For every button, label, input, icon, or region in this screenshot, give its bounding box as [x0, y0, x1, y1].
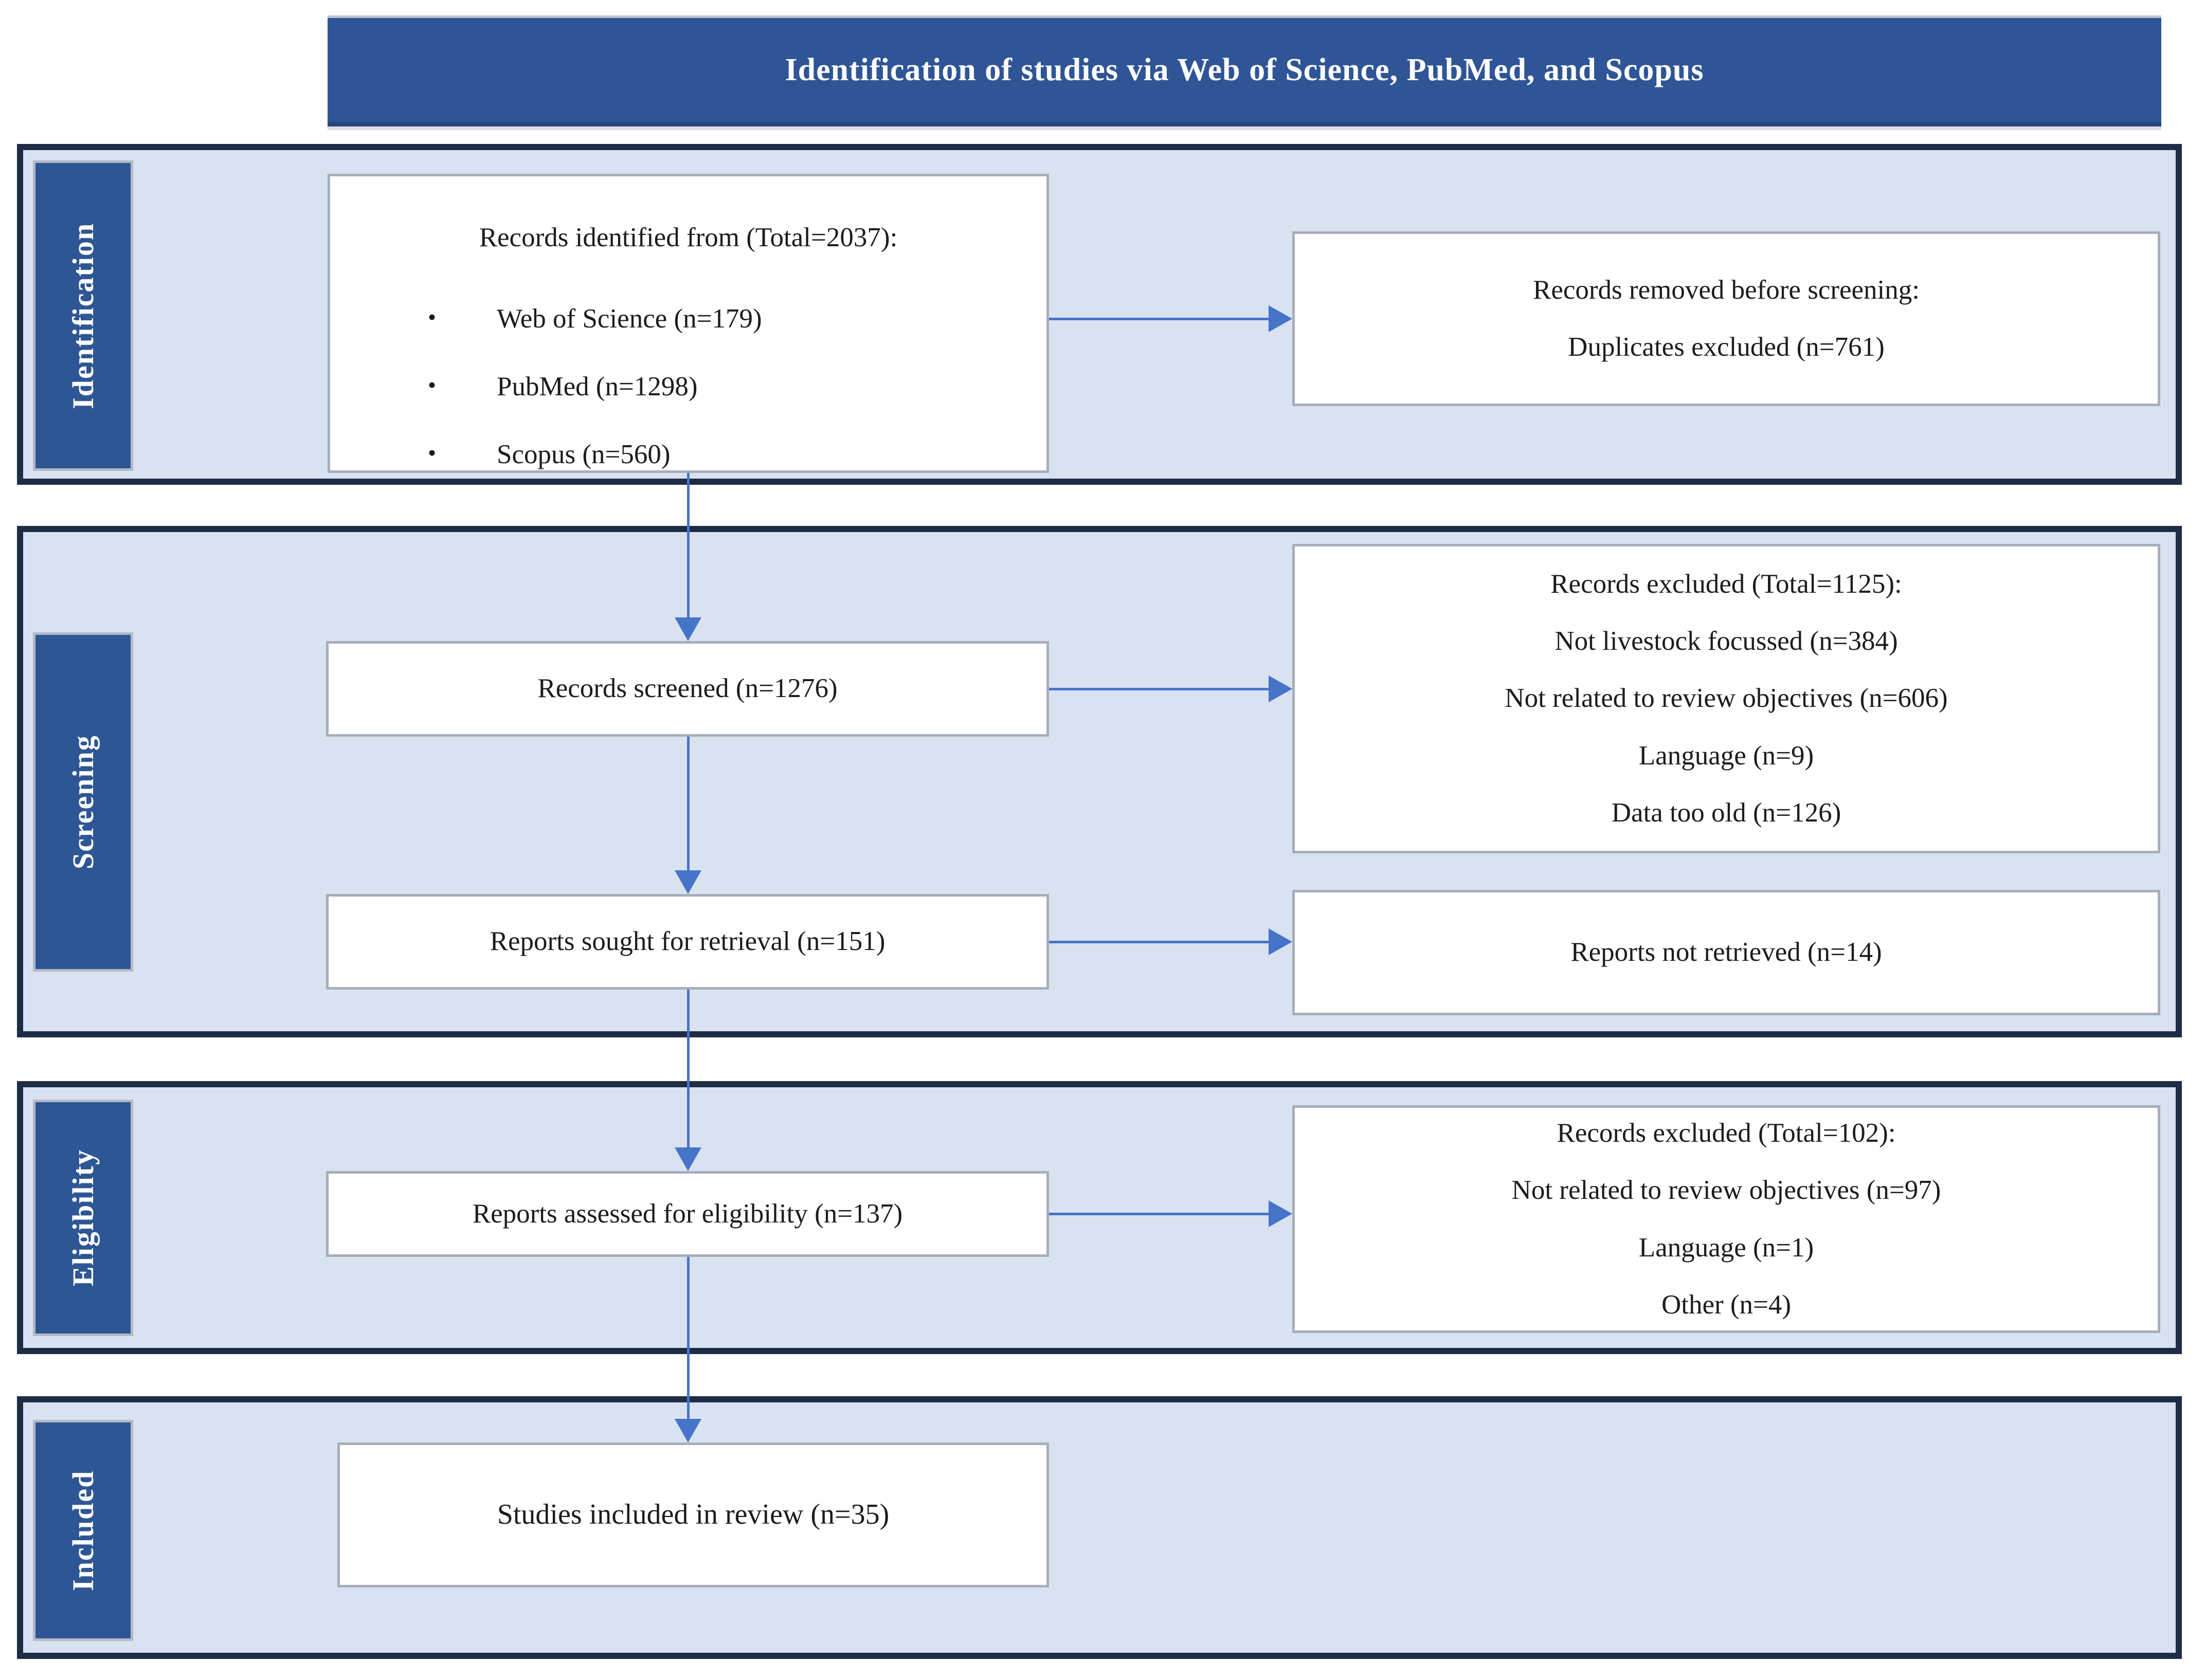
bullet-icon: • — [428, 372, 437, 398]
bullet-item-web-of-science-text: Web of Science (n=179) — [497, 304, 762, 334]
diagram-title-banner: Identification of studies via Web of Sci… — [328, 15, 2161, 126]
records-screened-text: Records screened (n=1276) — [537, 673, 838, 704]
box-records-removed: Records removed before screening: Duplic… — [1292, 231, 2160, 406]
diagram-title-text: Identification of studies via Web of Sci… — [785, 52, 1704, 87]
box-records-identified: Records identified from (Total=2037): • … — [328, 174, 1049, 473]
stage-label-identification: Identification — [33, 160, 133, 471]
stage-label-eligibility-text: Eligibility — [66, 1149, 100, 1287]
box-records-screened: Records screened (n=1276) — [326, 641, 1049, 737]
reports-not-retrieved-text: Reports not retrieved (n=14) — [1570, 937, 1882, 967]
duplicates-excluded-line: Duplicates excluded (n=761) — [1568, 332, 1885, 362]
bullet-icon: • — [428, 304, 437, 331]
arrow-line-screened-to-sought — [687, 737, 690, 871]
bullet-item-pubmed-text: PubMed (n=1298) — [497, 372, 698, 402]
arrowhead-right-icon — [1269, 1200, 1292, 1227]
stage-label-included-text: Included — [66, 1470, 100, 1591]
stage-label-eligibility: Eligibility — [33, 1100, 133, 1336]
arrowhead-down-icon — [675, 617, 701, 641]
excluded-not-related: Not related to review objectives (n=606) — [1505, 683, 1948, 714]
box-records-excluded-eligibility: Records excluded (Total=102): Not relate… — [1292, 1105, 2160, 1333]
excluded-eligibility-heading: Records excluded (Total=102): — [1557, 1118, 1896, 1148]
arrowhead-right-icon — [1269, 305, 1292, 332]
bullet-item-web-of-science: • Web of Science (n=179) — [330, 303, 1046, 334]
excluded-language: Language (n=9) — [1638, 740, 1814, 771]
arrow-line-identified-to-removed — [1049, 318, 1270, 320]
reports-assessed-text: Reports assessed for eligibility (n=137) — [472, 1198, 903, 1229]
studies-included-text: Studies included in review (n=35) — [497, 1499, 890, 1531]
excluded-screening-heading: Records excluded (Total=1125): — [1550, 569, 1902, 599]
arrow-line-assessed-to-included — [687, 1257, 690, 1420]
arrowhead-right-icon — [1269, 928, 1292, 955]
stage-label-screening-text: Screening — [66, 735, 100, 869]
excluded-eligibility-language: Language (n=1) — [1638, 1232, 1814, 1263]
box-reports-sought: Reports sought for retrieval (n=151) — [326, 894, 1049, 990]
arrow-line-sought-to-not-retrieved — [1049, 941, 1270, 943]
excluded-not-livestock: Not livestock focussed (n=384) — [1555, 626, 1898, 656]
arrow-line-sought-to-assessed — [687, 990, 690, 1148]
box-studies-included: Studies included in review (n=35) — [337, 1442, 1049, 1587]
arrowhead-right-icon — [1269, 675, 1292, 702]
stage-label-screening: Screening — [33, 632, 133, 972]
excluded-eligibility-other: Other (n=4) — [1661, 1289, 1792, 1320]
arrowhead-down-icon — [675, 870, 701, 894]
records-identified-heading: Records identified from (Total=2037): — [479, 223, 898, 252]
box-reports-assessed: Reports assessed for eligibility (n=137) — [326, 1171, 1049, 1257]
records-removed-line: Records removed before screening: — [1533, 275, 1920, 305]
arrow-line-screened-to-excluded — [1049, 688, 1270, 690]
arrow-line-identified-to-screened — [687, 473, 690, 619]
box-reports-not-retrieved: Reports not retrieved (n=14) — [1292, 890, 2160, 1015]
bullet-item-scopus-text: Scopus (n=560) — [497, 440, 671, 470]
reports-sought-text: Reports sought for retrieval (n=151) — [490, 926, 885, 957]
arrow-line-assessed-to-excluded — [1049, 1213, 1270, 1215]
excluded-data-too-old: Data too old (n=126) — [1611, 797, 1841, 828]
stage-label-identification-text: Identification — [66, 222, 100, 409]
arrowhead-down-icon — [675, 1147, 701, 1171]
box-records-excluded-screening: Records excluded (Total=1125): Not lives… — [1292, 544, 2160, 853]
bullet-item-scopus: • Scopus (n=560) — [330, 439, 1046, 470]
bullet-icon: • — [428, 440, 437, 466]
excluded-eligibility-not-related: Not related to review objectives (n=97) — [1511, 1175, 1941, 1206]
bullet-item-pubmed: • PubMed (n=1298) — [330, 371, 1046, 402]
arrowhead-down-icon — [675, 1419, 701, 1442]
stage-label-included: Included — [33, 1420, 133, 1641]
